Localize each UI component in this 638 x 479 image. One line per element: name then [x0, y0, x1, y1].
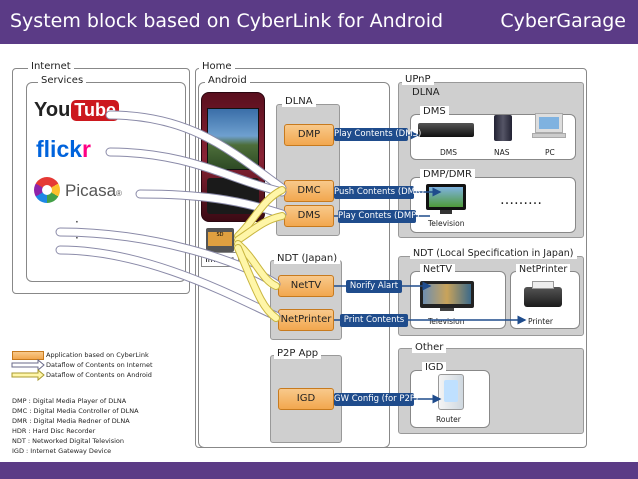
page-title: System block based on CyberLink for Andr… — [10, 10, 444, 32]
glossary-dmp: DMP : Digital Media Player of DLNA — [12, 397, 127, 405]
gw-config-label: GW Config (for P2P) — [334, 393, 419, 406]
glossary-ndt: NDT : Networked Digital Television — [12, 437, 125, 445]
nettv-device-label: NetTV — [420, 264, 455, 275]
other-label: Other — [412, 342, 447, 353]
legend-swatch-app — [12, 351, 44, 360]
glossary-igd: IGD : Internet Gateway Device — [12, 447, 112, 455]
upnp-label: UPnP — [402, 74, 434, 85]
dlna-android-label: DLNA — [282, 96, 316, 107]
nettv-television-caption: Television — [428, 317, 465, 326]
glossary-hdr: HDR : Hard Disc Recorder — [12, 427, 96, 435]
notify-label: Norify Alart — [346, 280, 402, 293]
dmpdmr-label: DMP/DMR — [420, 169, 476, 180]
push-dmr-label: Push Contents (DMR) — [334, 186, 425, 199]
youtube-you: You — [34, 99, 71, 121]
legend-app: Application based on CyberLink — [46, 351, 149, 359]
ndt-local-label: NDT (Local Specification in Japan) — [410, 248, 577, 259]
hdr-device-icon — [418, 123, 474, 137]
pc-device-icon — [532, 113, 566, 139]
dmp-app: DMP — [284, 124, 334, 146]
dms-app: DMS — [284, 205, 334, 227]
pc-device-caption: PC — [545, 148, 555, 157]
p2p-android-label: P2P App — [274, 348, 322, 359]
netprinter-app: NetPrinter — [278, 309, 334, 331]
android-label: Android — [205, 75, 250, 86]
legend-internet: Dataflow of Contents on Internet — [46, 361, 153, 369]
upnp-dlna-label: DLNA — [412, 87, 440, 98]
picasa-logo: Picasa® — [34, 177, 144, 207]
footer-bar — [0, 462, 638, 479]
nas-device-caption: NAS — [494, 148, 510, 157]
dms-device-label: DMS — [420, 106, 449, 117]
legend-android: Dataflow of Contents on Android — [46, 371, 152, 379]
router-icon — [438, 374, 464, 410]
igd-device-label: IGD — [422, 362, 447, 373]
play-dmp-label: Play Contets (DMP) — [338, 210, 420, 223]
legend-swatch-android — [11, 368, 45, 382]
flickr-logo: flickr — [36, 136, 91, 162]
legend-swatch-internet — [11, 358, 45, 372]
brand-label: CyberGarage — [500, 10, 626, 32]
header-bar — [0, 0, 638, 44]
services-label: Services — [38, 75, 87, 86]
glossary-dmc: DMC : Digital Media Controller of DLNA — [12, 407, 139, 415]
netprinter-device-label: NetPrinter — [516, 264, 571, 275]
play-dms-label: Play Contents (DMS) — [334, 128, 422, 141]
internet-label: Internet — [28, 61, 74, 72]
sd-card-icon: SD — [206, 228, 234, 252]
ndt-android-label: NDT (Japan) — [274, 253, 341, 264]
printer-caption: Printer — [528, 317, 553, 326]
television-caption: Television — [428, 219, 465, 228]
nas-device-icon — [494, 115, 512, 141]
router-caption: Router — [436, 415, 461, 424]
home-label: Home — [199, 61, 235, 72]
more-devices-dots: ……… — [500, 192, 542, 208]
print-label: Print Contents — [340, 314, 408, 327]
glossary-dmr: DMR : Digital Media Redner of DLNA — [12, 417, 130, 425]
dms-device-caption: DMS — [440, 148, 458, 157]
igd-app: IGD — [278, 388, 334, 410]
printer-icon — [524, 281, 562, 309]
